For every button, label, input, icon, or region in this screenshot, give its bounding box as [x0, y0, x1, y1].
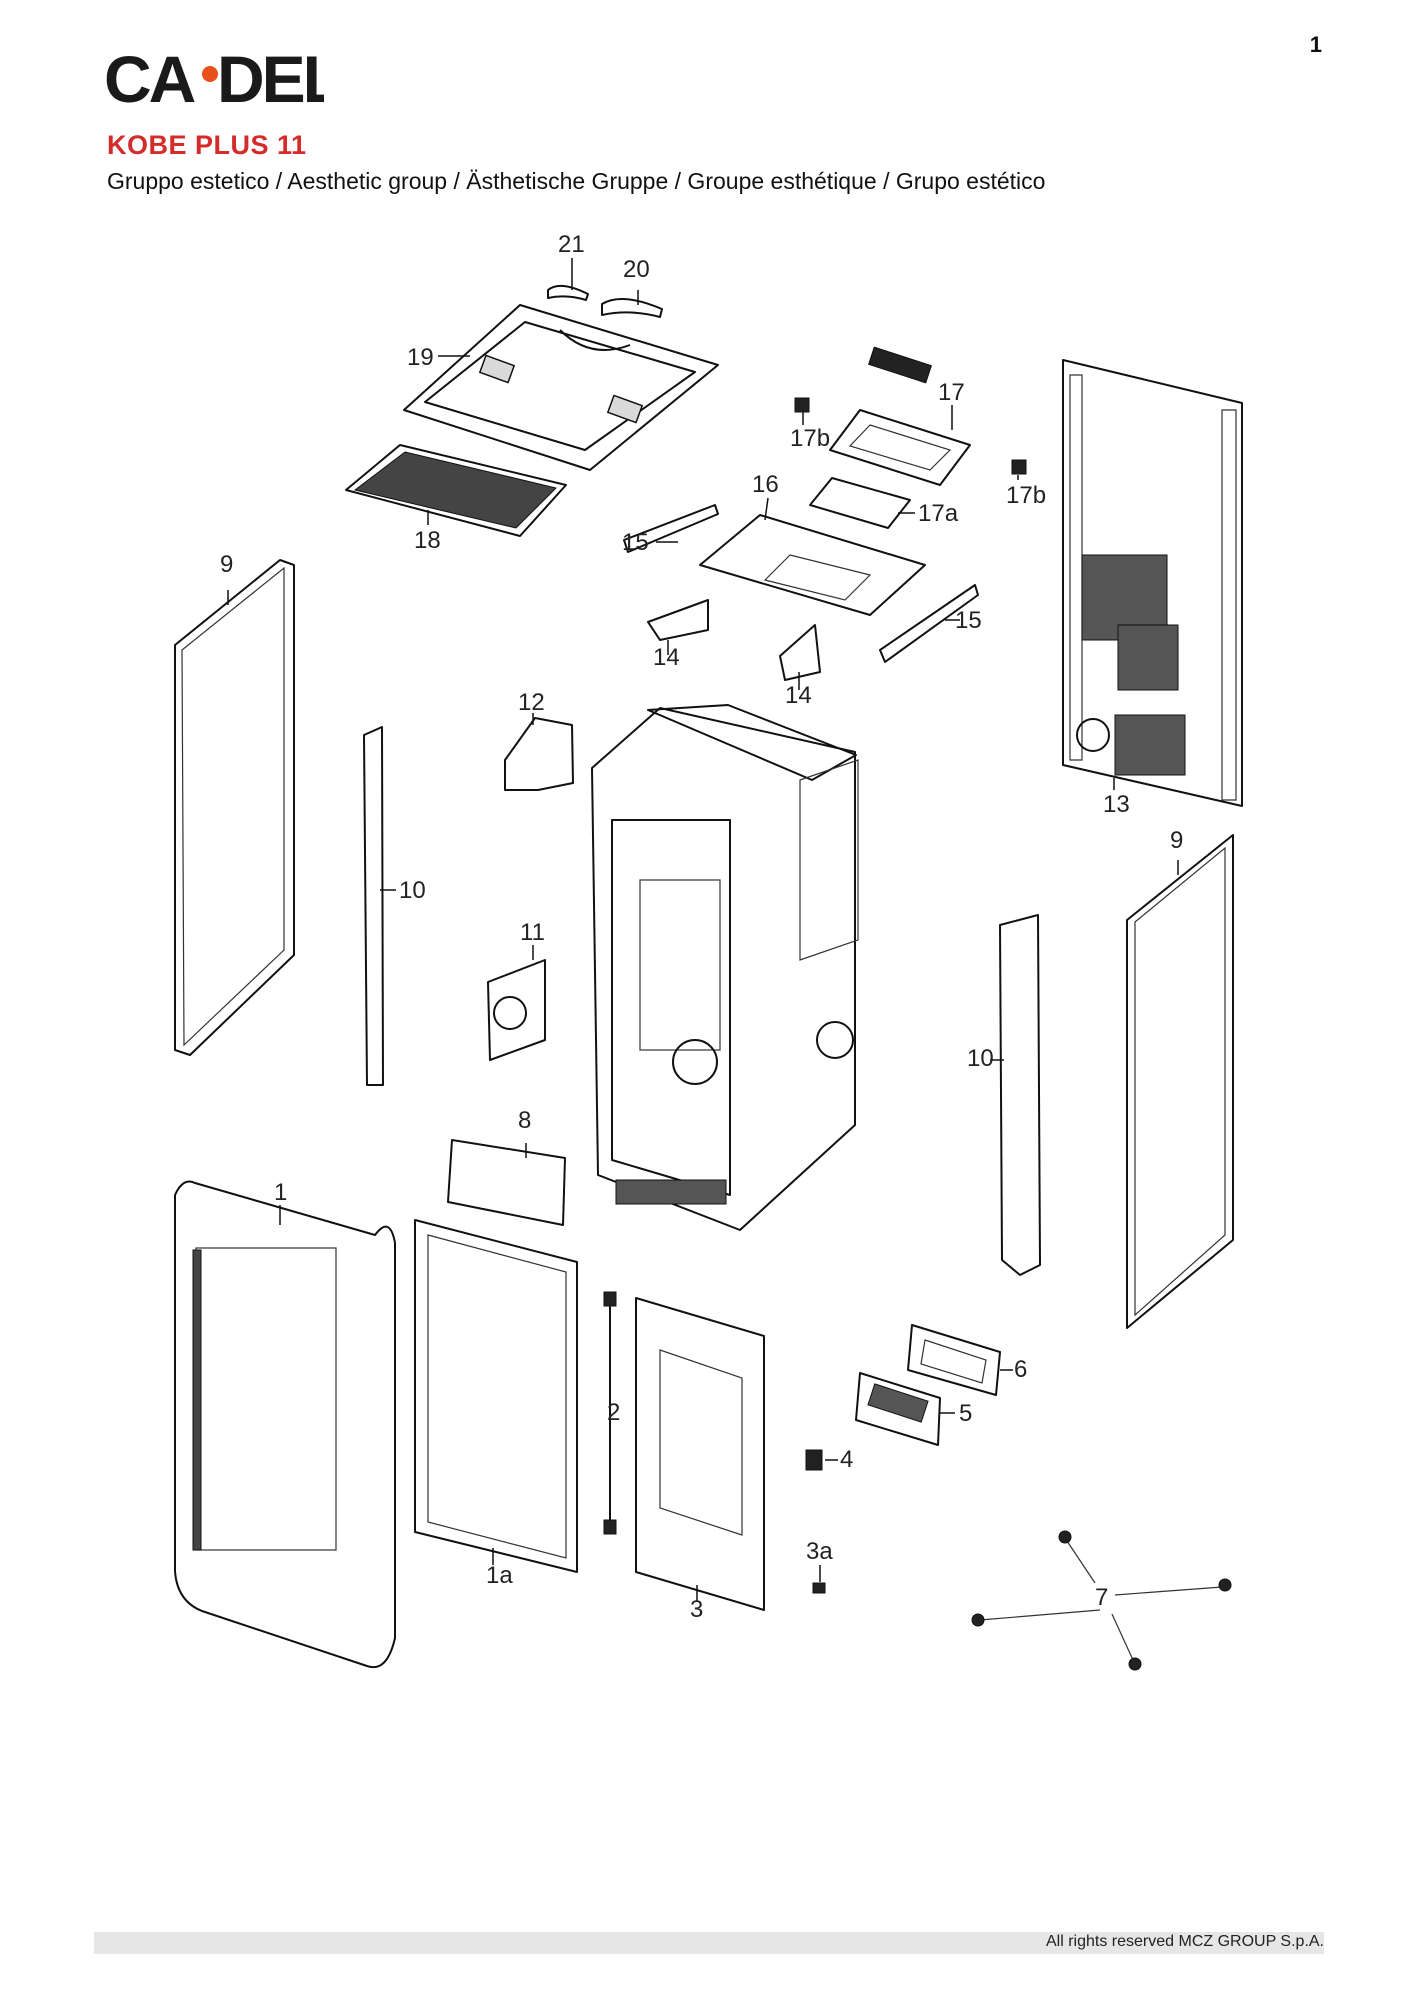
footer-bar [94, 1932, 1324, 1954]
part-side-panel-left [174, 559, 295, 1056]
part-fan-cover-11 [487, 959, 546, 1061]
callout-13: 13 [1103, 791, 1130, 818]
callout-19: 19 [407, 344, 434, 371]
callout-17b-left: 17b [790, 425, 830, 452]
callout-2: 2 [607, 1399, 620, 1426]
callout-21: 21 [558, 231, 585, 258]
model-title: KOBE PLUS 11 [107, 130, 307, 160]
part-bracket-14-right [779, 624, 821, 681]
part-top-cover-20 [601, 298, 663, 318]
footer-rights: All rights reserved MCZ GROUP S.p.A. [1046, 1933, 1324, 1950]
callout-17: 17 [938, 379, 965, 406]
part-latch-4 [805, 1449, 823, 1471]
stove-body [591, 704, 859, 1231]
callout-16: 16 [752, 471, 779, 498]
part-pin-3a [812, 1582, 826, 1594]
part-feet-7 [971, 1530, 1232, 1671]
callout-17a: 17a [918, 500, 959, 527]
page-number: 1 [1309, 32, 1322, 57]
callout-20: 20 [623, 256, 650, 283]
callout-8: 8 [518, 1107, 531, 1134]
callout-7: 7 [1095, 1584, 1108, 1611]
part-plate-16 [699, 514, 926, 616]
callout-3: 3 [690, 1596, 703, 1623]
part-upright-10-right [999, 914, 1041, 1276]
part-gasket-17a [809, 477, 911, 529]
part-grille [345, 444, 567, 537]
part-front-frame-1 [174, 1180, 396, 1669]
callout-3a: 3a [806, 1538, 833, 1565]
svg-text:DEL: DEL [217, 44, 324, 114]
callout-17b-right: 17b [1006, 482, 1046, 509]
part-deflector-8 [447, 1139, 566, 1226]
part-upright-10-left [363, 726, 384, 1086]
part-side-panel-right [1126, 834, 1234, 1329]
part-rear-panel [1062, 359, 1243, 807]
part-gasket-frame-1a [414, 1219, 578, 1573]
callout-14-right: 14 [785, 682, 812, 709]
logo-dot [202, 66, 218, 82]
subtitle: Gruppo estetico / Aesthetic group / Ästh… [107, 168, 1046, 194]
callout-15-left: 15 [622, 529, 649, 556]
callout-1: 1 [274, 1179, 287, 1206]
callout-10-right: 10 [967, 1045, 994, 1072]
callout-14-left: 14 [653, 644, 680, 671]
callout-6: 6 [1014, 1356, 1027, 1383]
part-bracket-14-left [647, 599, 709, 641]
svg-text:CA: CA [104, 44, 195, 114]
cadel-logo: CA DEL [104, 44, 324, 114]
callout-4: 4 [840, 1446, 853, 1473]
callout-15-right: 15 [955, 607, 982, 634]
part-plate-5 [855, 1372, 941, 1446]
part-top-frame [403, 304, 719, 471]
part-door-3 [635, 1297, 765, 1611]
callout-11: 11 [520, 919, 545, 946]
callout-18: 18 [414, 527, 441, 554]
part-top-panel-17 [829, 346, 971, 486]
part-clip-17b-right [1011, 459, 1027, 475]
part-clip-17b-left [794, 397, 810, 413]
part-top-cover-21 [547, 284, 589, 301]
callout-1a: 1a [486, 1562, 513, 1589]
part-gasket-6 [907, 1324, 1001, 1396]
callout-9-right: 9 [1170, 827, 1183, 854]
callout-9-left: 9 [220, 551, 233, 578]
part-rail-15-left [623, 504, 719, 553]
callout-10-left: 10 [399, 877, 426, 904]
part-cover-12 [504, 717, 574, 791]
part-rail-15-right [879, 584, 979, 663]
callout-5: 5 [959, 1400, 972, 1427]
callout-12: 12 [518, 689, 545, 716]
